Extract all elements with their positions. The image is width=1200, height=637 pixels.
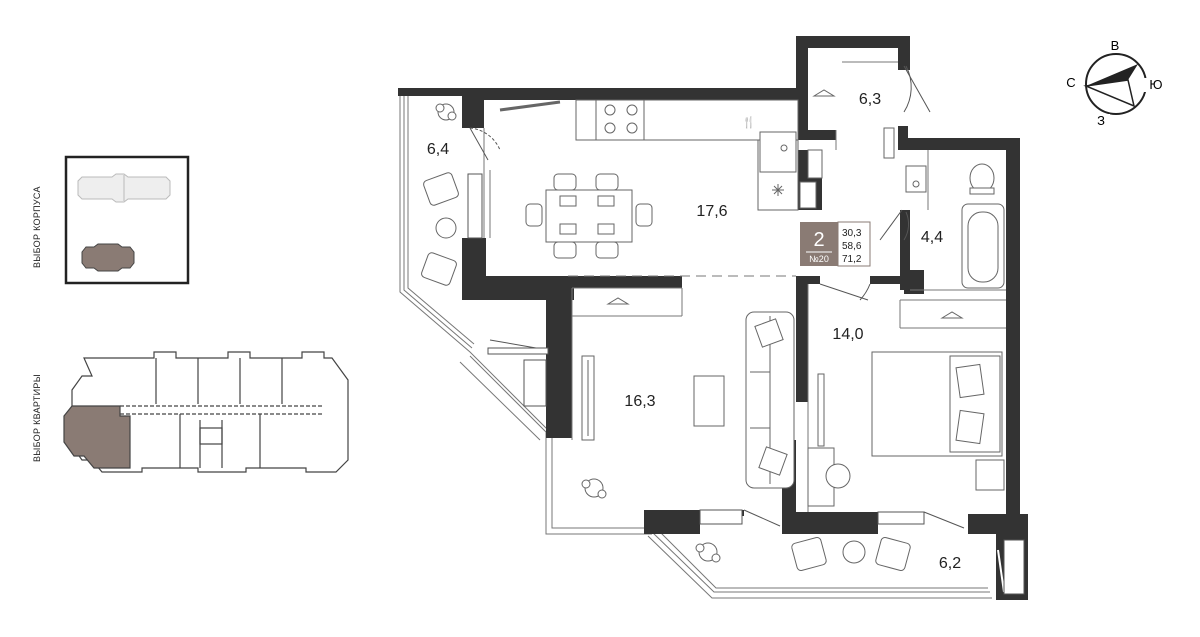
apartment-badge: 2 №20 30,3 58,6 71,2 bbox=[800, 221, 871, 267]
total-area: 58,6 bbox=[842, 241, 862, 252]
compass-south-label: Ю bbox=[1149, 77, 1162, 92]
room-area-bathroom: 4,4 bbox=[921, 229, 943, 246]
room-area-loggia-left: 6,4 bbox=[427, 141, 449, 158]
room-area-bedroom: 14,0 bbox=[832, 326, 863, 343]
compass-west-label: З bbox=[1097, 113, 1105, 128]
room-area-balcony-bottom: 6,2 bbox=[939, 555, 961, 572]
living-area: 30,3 bbox=[842, 228, 862, 239]
full-area: 71,2 bbox=[842, 254, 862, 265]
floor-plan: 🍴 bbox=[398, 36, 1028, 600]
compass: В З С Ю bbox=[1062, 38, 1166, 128]
apartment-number: №20 bbox=[809, 254, 829, 264]
rooms-count: 2 bbox=[813, 229, 824, 251]
compass-east-label: В bbox=[1111, 38, 1120, 53]
dining-table bbox=[525, 173, 653, 259]
apartment-option-selected[interactable] bbox=[63, 405, 131, 469]
room-area-hall: 6,3 bbox=[859, 91, 881, 108]
building-option-top[interactable] bbox=[77, 173, 171, 203]
compass-north-label: С bbox=[1066, 75, 1075, 90]
room-area-living-room: 16,3 bbox=[624, 393, 655, 410]
building-selector bbox=[64, 155, 190, 285]
room-area-kitchen: 17,6 bbox=[696, 203, 727, 220]
cutlery-icon: 🍴 bbox=[742, 116, 756, 129]
building-option-selected[interactable] bbox=[81, 243, 135, 272]
apartment-selector bbox=[63, 351, 349, 473]
